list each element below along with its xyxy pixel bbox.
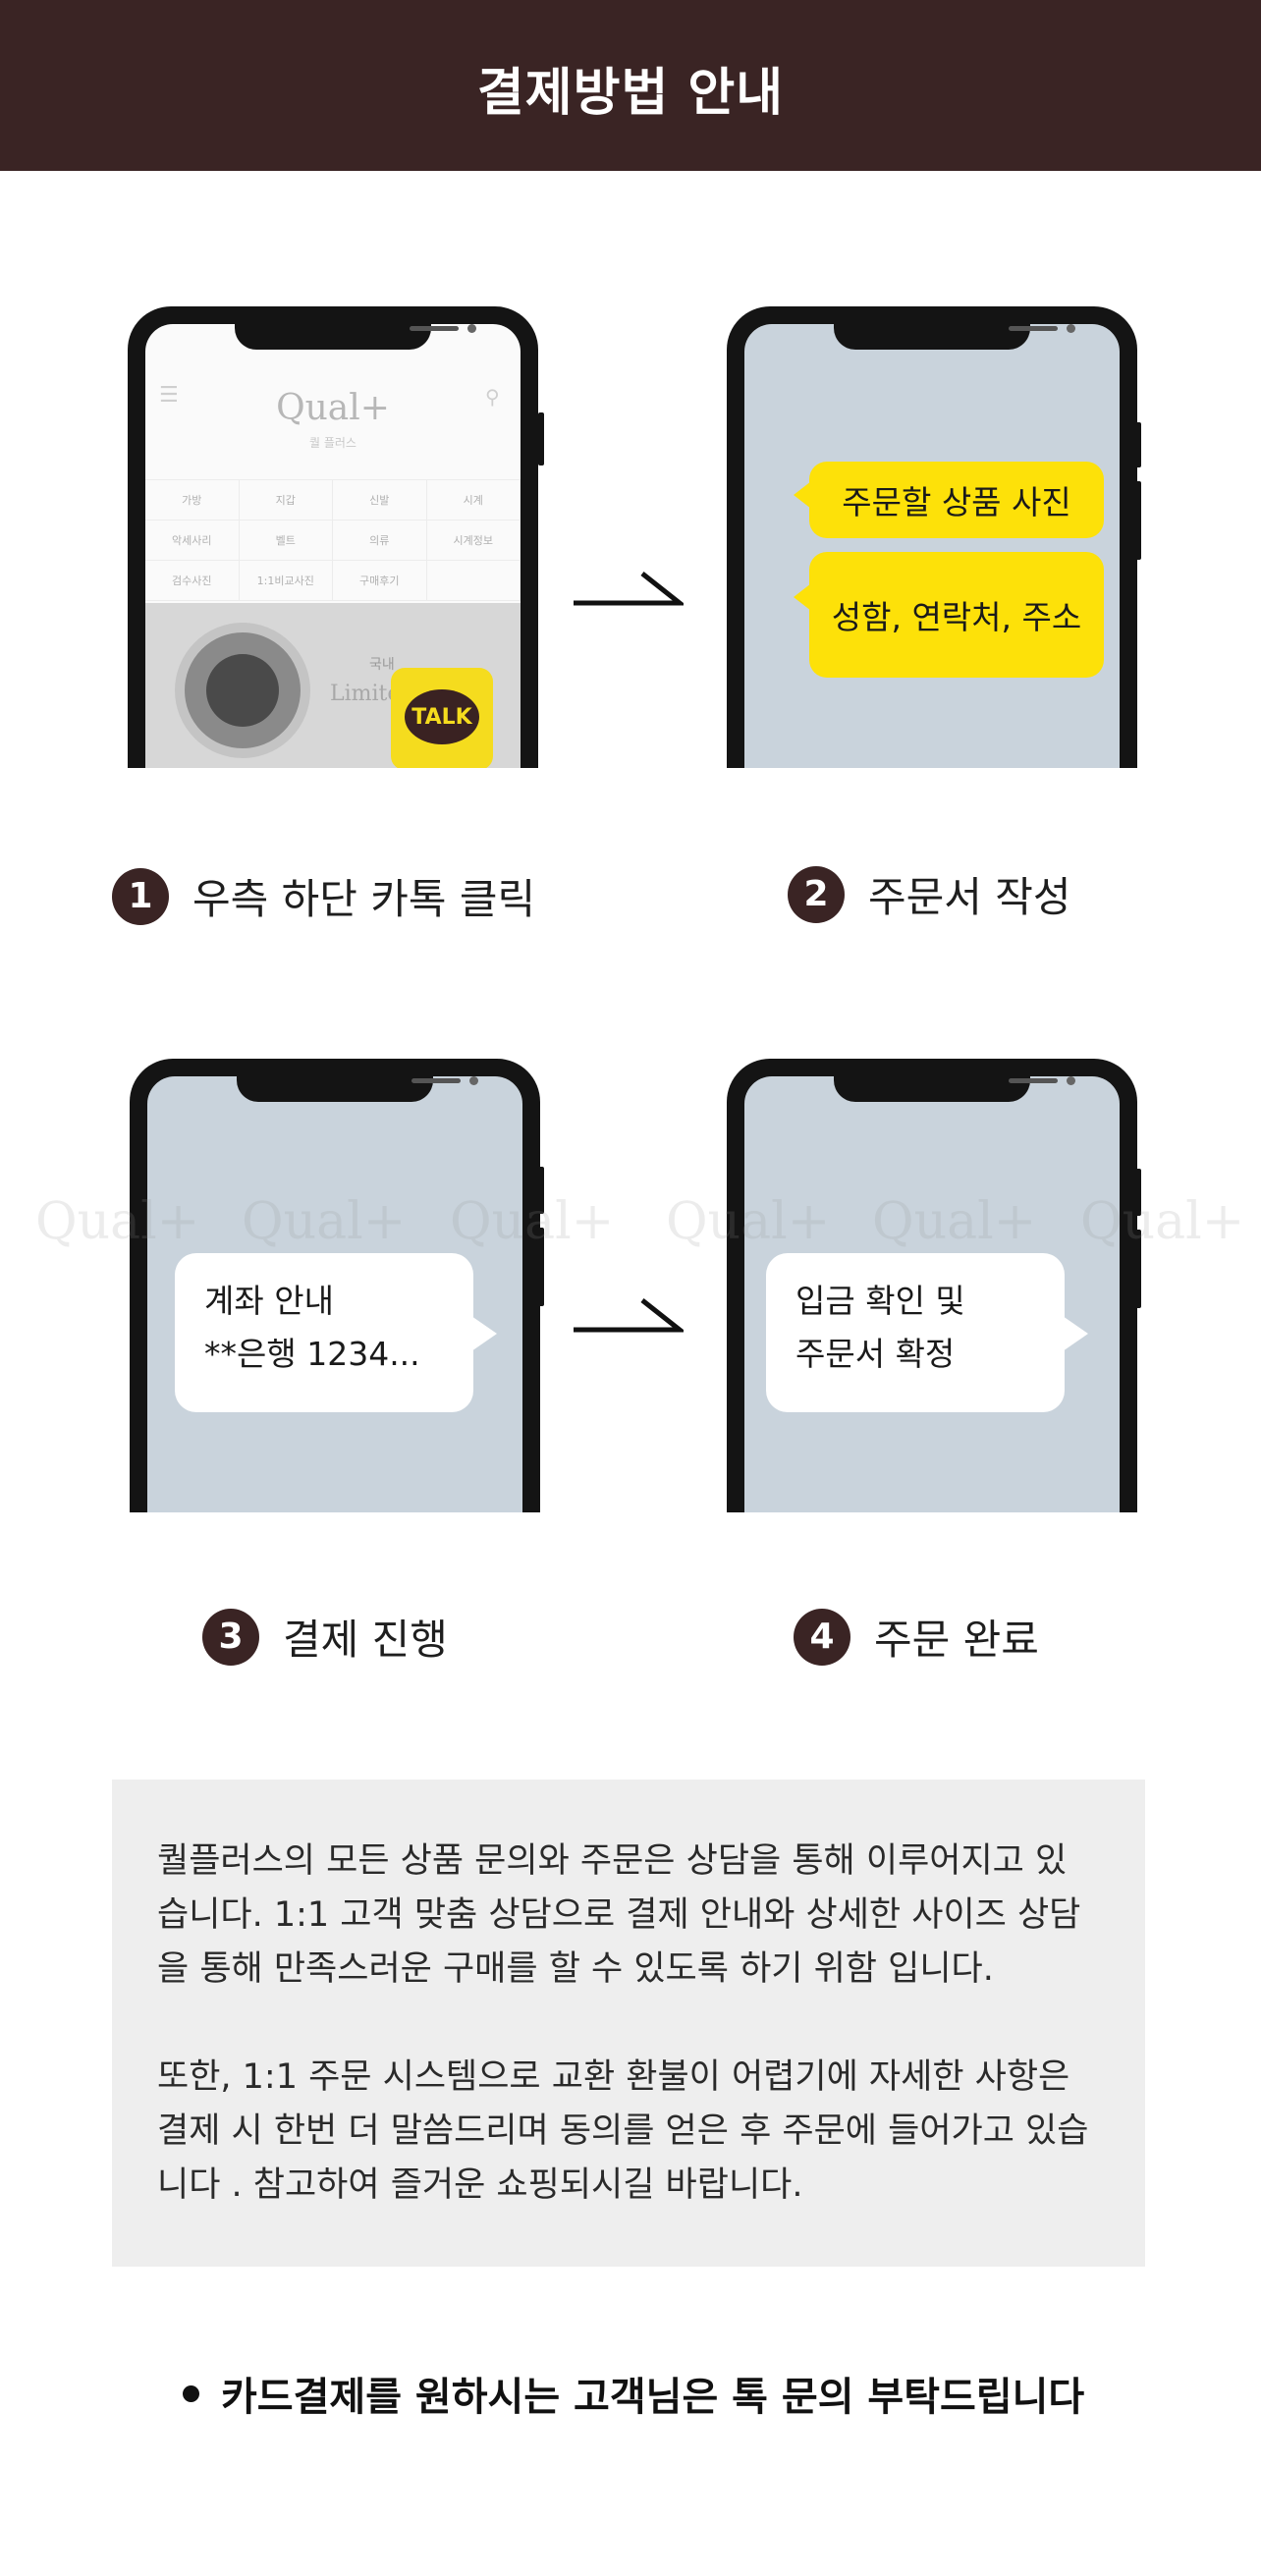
chat-bubble: 주문할 상품 사진 <box>809 462 1104 538</box>
bubble-tail <box>471 1316 497 1351</box>
phone-notch <box>237 1059 478 1102</box>
watermark: Qual+ <box>242 1192 407 1251</box>
menu-icon: ☰ <box>159 383 179 408</box>
watermark: Qual+ <box>35 1192 200 1251</box>
phone-notch <box>834 306 1075 350</box>
watermark: Qual+ <box>1080 1192 1245 1251</box>
site-logo: Qual+ <box>276 388 390 428</box>
card-payment-note: 카드결제를 원하시는 고객님은 톡 문의 부탁드립니다 <box>183 2365 1084 2422</box>
talk-icon: TALK <box>405 689 479 744</box>
phone-side-button <box>538 1228 544 1306</box>
watermark: Qual+ <box>450 1192 615 1251</box>
step-label: 주문 완료 <box>874 1616 1039 1664</box>
watermark: Qual+ <box>872 1192 1037 1251</box>
card-payment-text: 카드결제를 원하시는 고객님은 톡 문의 부탁드립니다 <box>221 2375 1085 2420</box>
nav-cell: 가방 <box>145 480 240 520</box>
phone-speaker <box>410 326 459 331</box>
step-number-badge: 3 <box>202 1608 259 1666</box>
phone-side-button <box>1135 481 1141 560</box>
bullet-icon <box>183 2384 199 2402</box>
phone-camera <box>1067 1076 1075 1085</box>
nav-cell: 시계 <box>427 480 521 520</box>
phone-notch <box>834 1059 1075 1102</box>
notice-paragraph: 또한, 1:1 주문 시스템으로 교환 환불이 어렵기에 자세한 사항은 결제 … <box>157 2057 1089 2205</box>
chat-bubble: 입금 확인 및 주문서 확정 <box>766 1253 1065 1412</box>
kakao-talk-button[interactable]: TALK <box>391 668 493 768</box>
phone-step1: ☰ Qual+ 퀄 플러스 ⚲ 가방 지갑 신발 시계 악세사리 벨트 의류 시… <box>128 306 538 768</box>
search-icon: ⚲ <box>485 385 500 409</box>
nav-cell: 지갑 <box>240 480 333 520</box>
site-nav-grid: 가방 지갑 신발 시계 악세사리 벨트 의류 시계정보 검수사진 1:1비교사진… <box>145 479 521 601</box>
bubble-tail <box>794 481 811 509</box>
phone-side-button <box>538 1167 544 1214</box>
step-number-badge: 2 <box>788 865 845 923</box>
nav-cell: 의류 <box>333 521 427 560</box>
page-title: 결제방법 안내 <box>476 64 785 123</box>
nav-cell: 벨트 <box>240 521 333 560</box>
nav-cell: 검수사진 <box>145 561 240 600</box>
step-3: 3 결제 진행 <box>202 1607 448 1667</box>
nav-cell: 신발 <box>333 480 427 520</box>
chat-bubble: 성함, 연락처, 주소 <box>809 552 1104 678</box>
watermark: Qual+ <box>666 1192 831 1251</box>
watch-image <box>175 623 310 758</box>
nav-cell: 구매후기 <box>333 561 427 600</box>
phone-notch <box>235 306 476 350</box>
step-1: 1 우측 하단 카톡 클릭 <box>112 866 535 926</box>
bubble-line: 주문서 확정 <box>795 1335 956 1373</box>
phone-camera <box>1067 324 1075 333</box>
notice-box: 퀄플러스의 모든 상품 문의와 주문은 상담을 통해 이루어지고 있습니다. 1… <box>112 1780 1145 2267</box>
phone-speaker <box>1009 326 1058 331</box>
hero-text: 국내 <box>369 657 395 673</box>
phone-step2: 주문할 상품 사진 성함, 연락처, 주소 <box>727 306 1137 768</box>
step-label: 결제 진행 <box>283 1616 448 1664</box>
site-logo-sub: 퀄 플러스 <box>309 436 356 450</box>
bubble-tail <box>794 583 811 611</box>
phone-camera <box>469 1076 478 1085</box>
chat-screen: 주문할 상품 사진 성함, 연락처, 주소 <box>744 324 1120 768</box>
bubble-line: 계좌 안내 <box>204 1282 334 1320</box>
phone-side-button <box>1135 422 1141 467</box>
step-number-badge: 4 <box>794 1608 850 1666</box>
step-label: 주문서 작성 <box>868 873 1071 921</box>
step-number-badge: 1 <box>112 867 169 925</box>
page-header <box>0 0 1261 171</box>
arrow-right-icon <box>574 1298 684 1333</box>
phone-side-button <box>538 412 544 466</box>
chat-bubble: 계좌 안내 **은행 1234... <box>175 1253 473 1412</box>
phone-side-button <box>1135 1169 1141 1216</box>
step-2: 2 주문서 작성 <box>788 864 1071 924</box>
nav-cell: 악세사리 <box>145 521 240 560</box>
hero-text: Limite <box>330 682 401 706</box>
arrow-right-icon <box>574 572 684 606</box>
nav-cell <box>427 561 521 600</box>
nav-cell: 1:1비교사진 <box>240 561 333 600</box>
phone-speaker <box>1009 1078 1058 1083</box>
step-4: 4 주문 완료 <box>794 1607 1039 1667</box>
watch-face <box>206 654 279 727</box>
website-screen: ☰ Qual+ 퀄 플러스 ⚲ 가방 지갑 신발 시계 악세사리 벨트 의류 시… <box>145 324 521 768</box>
bubble-line: 입금 확인 및 <box>795 1282 965 1320</box>
notice-paragraph: 퀄플러스의 모든 상품 문의와 주문은 상담을 통해 이루어지고 있습니다. 1… <box>157 1841 1081 1989</box>
bubble-line: **은행 1234... <box>204 1335 420 1373</box>
bubble-tail <box>1063 1316 1088 1351</box>
phone-side-button <box>1135 1230 1141 1308</box>
phone-speaker <box>411 1078 461 1083</box>
nav-cell: 시계정보 <box>427 521 521 560</box>
phone-camera <box>467 324 476 333</box>
step-label: 우측 하단 카톡 클릭 <box>192 875 536 923</box>
